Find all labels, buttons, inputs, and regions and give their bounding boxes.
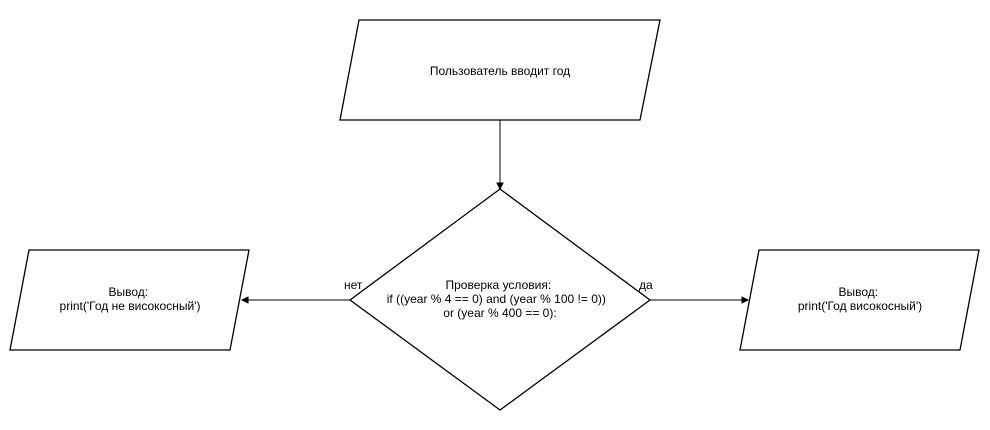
output-yes-node-line: Вывод: bbox=[839, 285, 879, 299]
output-no-node-line: Вывод: bbox=[109, 285, 149, 299]
arrowhead-icon bbox=[741, 296, 750, 304]
edge-input-to-decision bbox=[496, 120, 504, 191]
output-no-node[interactable]: Вывод: print('Год не високосный') bbox=[9, 249, 250, 351]
decision-node-line: Проверка условия: bbox=[445, 278, 551, 292]
output-yes-node[interactable]: Вывод: print('Год високосный') bbox=[739, 249, 980, 351]
input-node-label: Пользователь вводит год bbox=[430, 64, 570, 78]
output-no-node-line: print('Год не високосный') bbox=[60, 299, 201, 313]
output-yes-node-label: Вывод: print('Год високосный') bbox=[798, 285, 922, 313]
arrowhead-icon bbox=[496, 182, 504, 191]
input-node[interactable]: Пользователь вводит год bbox=[339, 19, 661, 121]
decision-node-label: Проверка условия: if ((year % 4 == 0) an… bbox=[387, 278, 609, 320]
output-yes-node-shape bbox=[739, 249, 980, 351]
decision-node-shape bbox=[348, 188, 652, 411]
output-yes-node-line: print('Год високосный') bbox=[798, 299, 922, 313]
output-no-node-label: Вывод: print('Год не високосный') bbox=[60, 285, 201, 313]
decision-node[interactable]: Проверка условия: if ((year % 4 == 0) an… bbox=[348, 188, 652, 411]
input-node-line: Пользователь вводит год bbox=[430, 64, 570, 78]
edge-decision-to-no: нет bbox=[240, 278, 363, 304]
decision-node-line: if ((year % 4 == 0) and (year % 100 != 0… bbox=[387, 292, 606, 306]
input-node-shape bbox=[339, 19, 661, 121]
output-no-node-shape bbox=[9, 249, 250, 351]
edge-label-yes: да bbox=[639, 278, 653, 292]
edge-label-no: нет bbox=[344, 278, 363, 292]
decision-node-line: or (year % 400 == 0): bbox=[443, 306, 556, 320]
arrowhead-icon bbox=[240, 296, 249, 304]
edge-decision-to-yes: да bbox=[639, 278, 750, 304]
